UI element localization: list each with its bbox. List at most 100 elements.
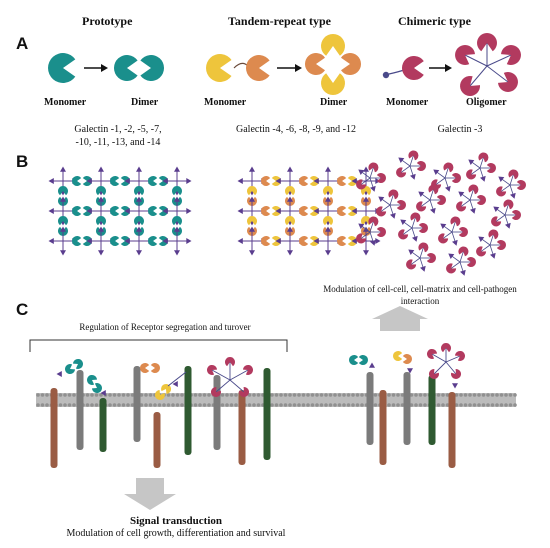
panel-label-a: A (16, 34, 29, 53)
membrane-head (490, 393, 495, 397)
membrane-head (229, 393, 234, 397)
membrane-head (409, 393, 414, 397)
chimeric-cluster-crd (396, 200, 406, 211)
tandem-lattice-ligand (363, 250, 369, 256)
membrane-head (436, 403, 441, 407)
chimeric-cluster-crd (426, 253, 436, 263)
prototype-monomer (48, 53, 76, 84)
tandem-lattice-ligand (313, 178, 319, 184)
oligomer-tail (469, 65, 488, 87)
chimeric-cluster-tail (360, 171, 371, 179)
membrane-head (108, 403, 112, 407)
membrane-head (441, 393, 445, 397)
membrane-head (121, 393, 126, 397)
chimeric-cluster-ligand (358, 169, 365, 175)
membrane-head (108, 393, 112, 397)
membrane-head (337, 393, 342, 397)
receptor (263, 368, 271, 460)
membrane-head (85, 393, 90, 397)
membrane-head (373, 403, 378, 407)
prototype-lattice-crd (148, 236, 158, 247)
membrane-head (490, 403, 495, 407)
membrane-head (310, 403, 315, 407)
membrane-head (207, 403, 211, 407)
membrane-head (409, 403, 414, 407)
tandem-lattice-ligand (287, 250, 293, 256)
chimeric-cluster-ligand (420, 265, 426, 272)
membrane-head (130, 403, 135, 407)
membrane-head (175, 403, 180, 407)
membrane-head (139, 403, 144, 407)
chimeric-cluster-ligand (445, 185, 451, 192)
prototype-lattice-crd (172, 216, 182, 226)
free-galectin (393, 350, 403, 361)
receptor-chimeric-tail (211, 369, 231, 381)
chimeric-tail (388, 69, 405, 75)
tandem-lattice-ligand (363, 196, 369, 202)
chimeric-cluster-tail (380, 204, 391, 212)
chimeric-cluster-tail (459, 261, 464, 273)
prototype-lattice-crd (58, 186, 68, 196)
membrane-head (495, 403, 499, 407)
prototype-lattice-ligand (60, 166, 66, 172)
tandem-lattice-ligand (275, 178, 281, 184)
free-chimeric-tail (445, 355, 461, 363)
membrane-head (328, 403, 333, 407)
membrane-head (166, 403, 171, 407)
receptor-ligand (172, 381, 178, 387)
tandem-title: Tandem-repeat type (228, 14, 331, 28)
membrane-head (274, 403, 279, 407)
membrane-head (279, 393, 283, 397)
prototype-lattice-crd (148, 205, 158, 217)
membrane-head (441, 403, 445, 407)
prototype-lattice-crd (134, 186, 144, 196)
prototype-lattice-ligand (136, 226, 142, 232)
membrane-head (360, 393, 364, 397)
up-arrow-head (372, 306, 428, 319)
membrane-head (499, 393, 504, 397)
chimeric-cluster-tail (450, 255, 461, 263)
membrane-head (162, 403, 166, 407)
chimeric-cluster-tail (451, 221, 456, 233)
chimeric-cluster-tail (469, 199, 474, 211)
prototype-lattice-ligand (98, 196, 104, 202)
tandem-lattice-ligand (249, 250, 255, 256)
tandem-members: Galectin -4, -6, -8, -9, and -12 (236, 124, 356, 135)
chimeric-cluster-crd (496, 186, 507, 197)
chimeric-oligomer-crd (501, 45, 521, 66)
tandem-lattice-ligand (275, 238, 281, 244)
free-chimeric-tail (445, 361, 457, 375)
membrane-head (301, 393, 306, 397)
membrane-head (418, 403, 423, 407)
free-chimeric-crd (455, 350, 465, 361)
membrane-head (112, 393, 117, 397)
chimeric-cluster-tail (369, 167, 374, 179)
tandem-lattice-ligand (287, 166, 293, 172)
membrane-head (45, 403, 49, 407)
prototype-lattice-ligand (174, 166, 180, 172)
tandem-lattice-crd (299, 236, 309, 247)
chimeric-cluster-crd (388, 189, 399, 200)
chimeric-cluster-ligand (390, 212, 396, 219)
receptor-regulation-label: Regulation of Receptor segregation and t… (79, 322, 251, 332)
membrane-head (342, 393, 346, 397)
prototype-lattice-ligand (174, 250, 180, 256)
receptor-chimeric-crd (207, 364, 217, 375)
membrane-head (225, 403, 229, 407)
chimeric-cluster-tail (429, 199, 434, 211)
membrane-head (319, 403, 324, 407)
oligomer-tail (486, 65, 509, 83)
free-chimeric-crd (441, 343, 451, 353)
chimeric-cluster-crd (438, 233, 449, 244)
chimeric-cluster-tail (480, 244, 491, 252)
chimeric-cluster-tail (429, 189, 434, 201)
membrane-head (256, 393, 261, 397)
prototype-members-line1: Galectin -1, -2, -5, -7, (74, 124, 162, 135)
chimeric-cluster-tail (369, 177, 374, 189)
chimeric-cluster-tail (389, 194, 394, 206)
membrane-head (139, 393, 144, 397)
chimeric-cluster-tail (411, 217, 416, 229)
tandem-lattice-crd (299, 205, 309, 217)
tandem-crd-orange (245, 55, 270, 81)
